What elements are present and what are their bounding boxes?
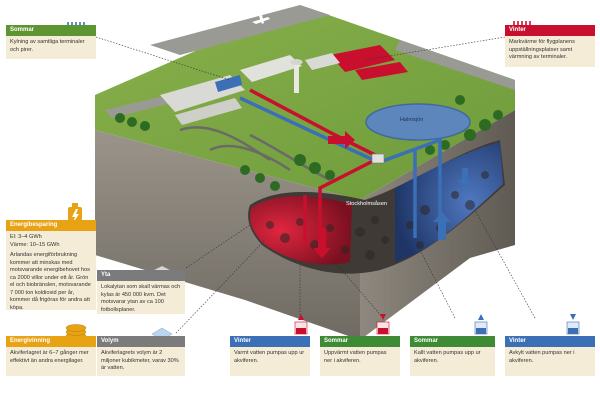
terminal-buildings: [160, 45, 408, 125]
energy-saving-box: Energibesparing El: 3–4 GWh Värme: 10–15…: [6, 220, 96, 311]
cold-down-arrow-icon: [566, 314, 580, 335]
winter-pump-up-title: Vinter: [230, 336, 310, 347]
summer-cooling-text: Kylning av samtliga terminaler och pirer…: [10, 39, 85, 53]
lake: [365, 103, 471, 141]
energy-gain-title: Energivinning: [6, 336, 96, 347]
energy-saving-text: Arlandas energiförbrukning kommer att mi…: [10, 252, 91, 311]
energy-gain-box: Energivinning Akviferlagret är 6–7 gånge…: [6, 336, 96, 376]
summer-pump-down-box: Sommar Uppvärmt vatten pumpas ner i akvi…: [320, 336, 400, 376]
volume-box: Volym Akviferlagrets volym är 2 miljoner…: [97, 336, 185, 376]
lake-label: Halmsjön: [400, 117, 424, 123]
warm-down-arrow-icon: [376, 314, 390, 335]
summer-pump-down-title: Sommar: [320, 336, 400, 347]
airplane-icon: [252, 15, 270, 24]
summer-pump-up-title: Sommar: [410, 336, 495, 347]
aquifer-warm-zone: [250, 196, 352, 265]
winter-pump-down-title: Vinter: [505, 336, 595, 347]
area-box: Yta Lokalytan som skall värmas och kylas…: [97, 270, 185, 314]
winter-heating-text: Markvärme för flygplanens uppställningsp…: [509, 39, 575, 61]
energy-saving-heat: Värme: 10–15 GWh: [10, 241, 60, 248]
roads: [179, 126, 331, 182]
winter-pump-up-text: Varmt vatten pumpas upp ur akviferen.: [234, 350, 305, 364]
summer-cooling-box: Sommar Kylning av samtliga terminaler oc…: [6, 25, 96, 59]
energy-saving-electricity: El: 3–4 GWh: [10, 234, 42, 240]
winter-heating-title: Vinter: [505, 25, 595, 36]
aquifer-label: Stockholmsåsen: [346, 201, 388, 207]
winter-heating-box: Vinter Markvärme för flygplanens uppstäl…: [505, 25, 595, 67]
energy-gain-text: Akviferlagret är 6–7 gånger mer effektiv…: [10, 350, 89, 364]
summer-cooling-title: Sommar: [6, 25, 96, 36]
area-text: Lokalytan som skall värmas och kylas är …: [101, 284, 181, 313]
flow-arrows: [313, 131, 473, 258]
pump-station: [371, 153, 385, 164]
winter-pump-down-text: Avkylt vatten pumpas ner i akviferen.: [509, 350, 575, 364]
energy-saving-title: Energibesparing: [6, 220, 96, 231]
winter-pump-down-box: Vinter Avkylt vatten pumpas ner i akvife…: [505, 336, 595, 376]
volume-text: Akviferlagrets volym är 2 miljoner kubik…: [101, 350, 179, 372]
warm-pipes: [249, 88, 376, 245]
summer-pump-up-box: Sommar Kallt vatten pumpas upp ur akvife…: [410, 336, 495, 376]
trees: [115, 95, 503, 191]
leader-lines: [95, 36, 536, 334]
aquifer-stones: [266, 171, 489, 260]
warm-up-arrow-icon: [294, 314, 308, 335]
summer-pump-up-text: Kallt vatten pumpas upp ur akviferen.: [414, 350, 481, 364]
winter-pump-up-box: Vinter Varmt vatten pumpas upp ur akvife…: [230, 336, 310, 376]
volume-title: Volym: [97, 336, 185, 347]
area-title: Yta: [97, 270, 185, 281]
cold-up-arrow-icon: [474, 314, 488, 335]
soil-front-face: [95, 130, 360, 340]
aquifer-cold-zone: [395, 142, 503, 262]
summer-pump-down-text: Uppvärmt vatten pumpas ner i akviferen.: [324, 350, 387, 364]
